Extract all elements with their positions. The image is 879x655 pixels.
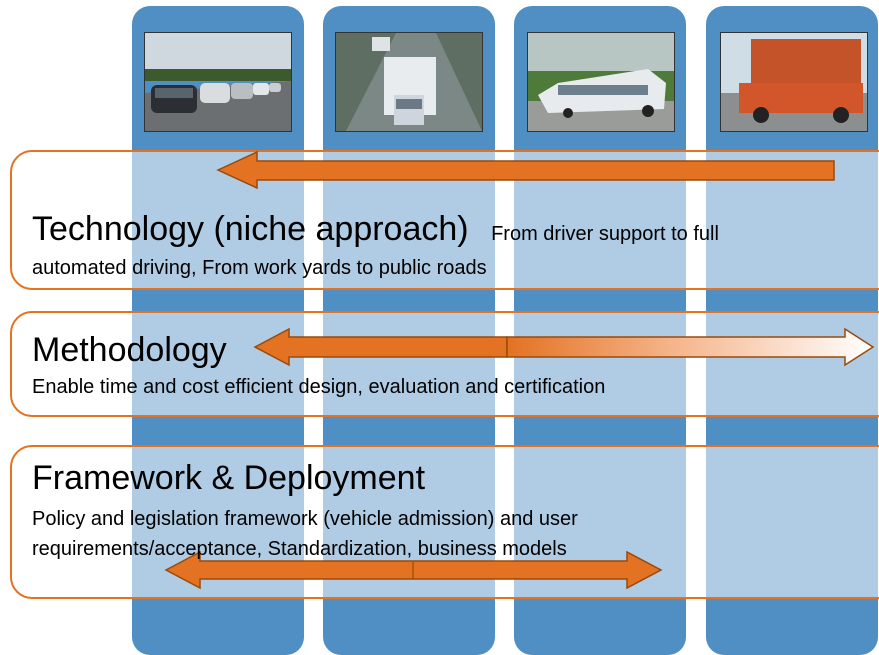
photo-articulated-bus [527,32,675,132]
photo-truck [335,32,483,132]
technology-heading-line: Technology (niche approach) From driver … [32,210,719,249]
technology-title: Technology (niche approach) [32,210,469,248]
methodology-double-arrow [253,327,875,367]
technology-desc-line1: From driver support to full [491,223,719,245]
framework-desc-line2: requirements/acceptance, Standardization… [32,538,567,560]
technology-desc-line2: automated driving, From work yards to pu… [32,257,487,279]
framework-title: Framework & Deployment [32,459,426,497]
photo-passenger-cars [144,32,292,132]
methodology-desc: Enable time and cost efficient design, e… [32,376,606,398]
technology-left-arrow [216,150,835,190]
methodology-band [10,311,879,417]
photo-yard-vehicle [720,32,868,132]
methodology-title: Methodology [32,331,227,369]
framework-desc-line1: Policy and legislation framework (vehicl… [32,508,578,530]
framework-double-arrow [164,550,663,590]
